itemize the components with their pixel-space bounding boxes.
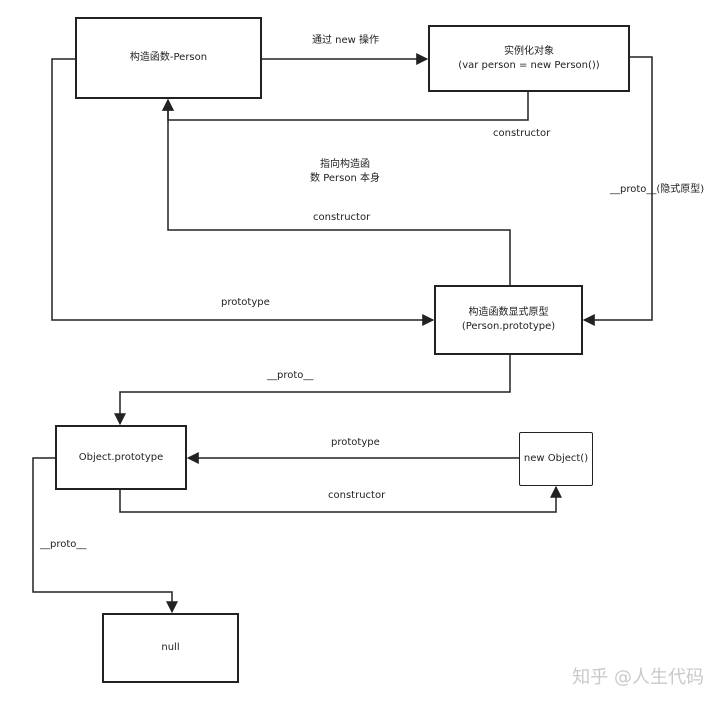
node-instance: 实例化对象 (var person = new Person()) bbox=[428, 25, 630, 92]
node-new-object-label: new Object() bbox=[523, 453, 589, 464]
edge-proto-constructor bbox=[162, 98, 511, 285]
node-instance-line2: (var person = new Person()) bbox=[458, 59, 600, 71]
label-points-to-constructor: 指向构造函 数 Person 本身 bbox=[300, 158, 390, 186]
node-person-constructor: 构造函数-Person bbox=[75, 17, 262, 99]
node-null: null bbox=[102, 613, 239, 683]
node-null-label: null bbox=[161, 642, 180, 653]
label-points-to-line1: 指向构造函 bbox=[320, 159, 370, 170]
edge-person-proto-proto bbox=[114, 355, 511, 426]
node-person-prototype-line2: (Person.prototype) bbox=[461, 321, 556, 332]
label-object-constructor: constructor bbox=[328, 490, 386, 501]
edge-prototype bbox=[51, 58, 435, 326]
label-person-proto-proto: __proto__ bbox=[267, 370, 314, 381]
label-proto-constructor: constructor bbox=[313, 212, 371, 223]
label-points-to-line2: 数 Person 本身 bbox=[310, 173, 380, 184]
node-instance-line1: 实例化对象 bbox=[504, 45, 554, 57]
edge-object-constructor bbox=[119, 485, 562, 513]
edge-object-proto-proto bbox=[32, 457, 178, 614]
node-person-constructor-label: 构造函数-Person bbox=[129, 52, 208, 63]
edge-hidden-proto bbox=[582, 56, 653, 326]
watermark-text: 知乎 @人生代码 bbox=[572, 667, 704, 688]
node-person-prototype-line1: 构造函数显式原型 bbox=[468, 307, 549, 318]
label-hidden-proto: __proto__(隐式原型) bbox=[610, 184, 705, 195]
label-instance-constructor: constructor bbox=[493, 128, 551, 139]
label-object-proto-proto: __proto__ bbox=[40, 539, 87, 550]
label-via-new: 通过 new 操作 bbox=[312, 35, 380, 46]
node-person-prototype: 构造函数显式原型 (Person.prototype) bbox=[434, 285, 583, 355]
node-new-object: new Object() bbox=[519, 432, 593, 486]
node-object-prototype: Object.prototype bbox=[55, 425, 187, 490]
label-prototype: prototype bbox=[221, 297, 270, 308]
label-object-prototype: prototype bbox=[331, 437, 380, 448]
node-object-prototype-label: Object.prototype bbox=[78, 451, 164, 463]
